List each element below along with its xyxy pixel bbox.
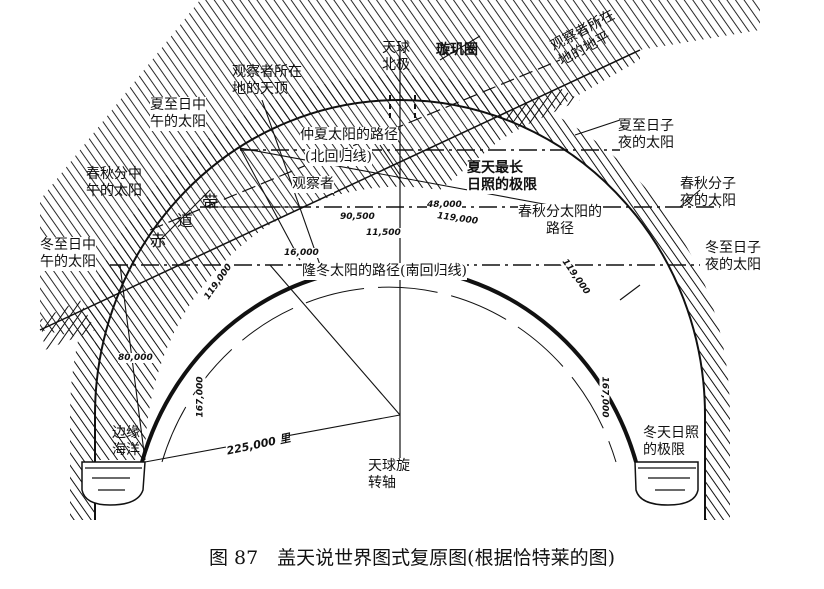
distance-80000: 80,000 [118,353,153,363]
label-equator-band-2: 道 [177,211,194,230]
label-equator-band-1: 赤 [150,231,167,250]
label-rotation-axis: 天球旋转轴 [368,458,410,492]
horizon-line [39,49,641,331]
label-zenith: 观察者所在地的天顶 [232,64,302,97]
label-midwinter-path: 隆冬太阳的路径(南回归线) [302,263,467,280]
label-summer-limit: 夏天最长日照的极限 [467,160,537,194]
label-equinox-midnight-sun: 春秋分子夜的太阳 [680,176,736,209]
distance-167000-right: 167,000 [599,376,610,418]
figure-caption: 图 87 盖天说世界图式复原图(根据恰特莱的图) [208,547,616,569]
label-equinox-path: 春秋分太阳的路径 [518,204,602,238]
distance-48000: 48,000 [427,200,462,210]
label-winter-limit: 冬天日照的极限 [643,425,699,459]
distance-16000: 16,000 [284,248,319,258]
distance-90500: 90,500 [340,212,375,222]
label-winter-noon-sun: 冬至日中午的太阳 [40,237,96,271]
label-north-pole: 天球北极 [382,40,410,73]
label-summer-midnight-sun: 夏至日子夜的太阳 [618,118,674,151]
label-xuanji-circle: 璇玑圈 [436,42,478,58]
distance-11500: 11,500 [366,228,401,238]
distance-167000-left: 167,000 [195,376,206,418]
label-observer: 观察者 [292,176,334,193]
measurement-arc [161,286,617,463]
ocean-right [634,461,699,506]
label-equinox-noon-sun: 春秋分中午的太阳 [86,166,142,199]
label-equator-band-3: 带 [202,192,219,211]
ocean-left [81,461,146,506]
label-summer-noon-sun: 夏至日中午的太阳 [150,97,206,131]
label-winter-midnight-sun: 冬至日子夜的太阳 [705,240,761,274]
label-ocean: 边缘海洋 [112,425,140,458]
label-tropic-cancer: (北回归线) [305,149,372,166]
label-midsummer-path: 仲夏太阳的路径 [300,127,398,144]
